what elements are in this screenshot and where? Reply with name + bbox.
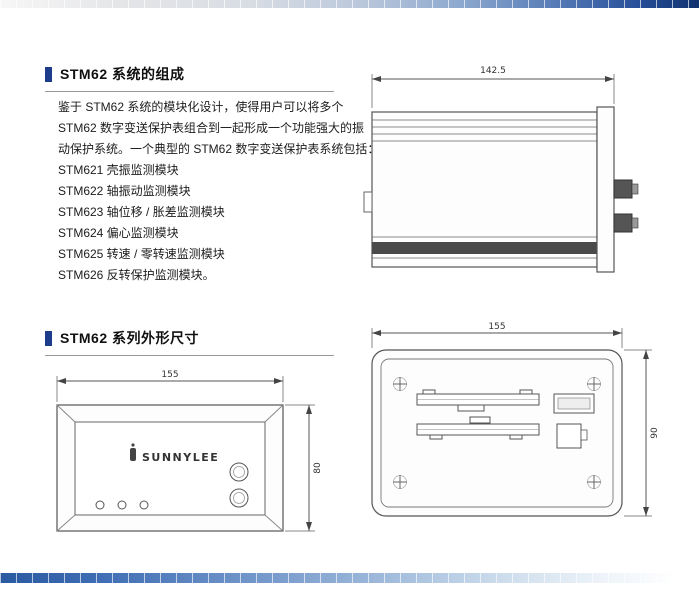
heading-bullet-icon xyxy=(45,330,52,346)
section-title: STM62 系统的组成 xyxy=(60,66,185,82)
front-button xyxy=(229,462,249,482)
terminal-slot-lower xyxy=(416,416,540,440)
section-heading-composition: STM62 系统的组成 xyxy=(45,64,334,92)
bottom-border-decoration xyxy=(0,573,699,583)
heading-bullet-icon xyxy=(45,66,52,82)
rear-view-drawing: 155 90 xyxy=(371,322,660,517)
height-dimension-label: 90 xyxy=(650,427,660,439)
width-dimension-label: 155 xyxy=(161,370,178,380)
terminal-slot-upper xyxy=(416,389,540,412)
front-button xyxy=(229,488,249,508)
rear-panel-body xyxy=(371,349,623,517)
led-indicator xyxy=(139,500,149,510)
depth-dimension-label: 142.5 xyxy=(480,66,506,76)
width-dimension-label: 155 xyxy=(488,322,505,332)
module-list-item: STM622 轴振动监测模块 xyxy=(58,184,191,198)
bottom-rail xyxy=(372,242,597,254)
screw-mark xyxy=(393,377,407,391)
depth-dimension: 142.5 xyxy=(371,66,615,108)
height-dimension-label: 80 xyxy=(313,462,323,474)
paragraph-line: 鉴于 STM62 系统的模块化设计，使得用户可以将多个 xyxy=(58,100,344,114)
paragraph-line: STM62 数字变送保护表组合到一起形成一个功能强大的振 xyxy=(58,121,365,135)
rear-connector-stub xyxy=(613,213,639,233)
height-dimension: 80 xyxy=(285,404,323,532)
side-view-drawing: 142.5 xyxy=(363,66,639,273)
housing-body xyxy=(363,106,639,273)
rear-end-cap xyxy=(596,106,615,273)
led-indicator xyxy=(117,500,127,510)
screw-mark xyxy=(587,377,601,391)
aux-connector xyxy=(556,423,588,449)
top-border-decoration xyxy=(0,0,699,8)
brand-wordmark: SUNNYLEE xyxy=(142,451,219,464)
width-dimension: 155 xyxy=(371,322,623,348)
front-view-drawing: 155 80 SUNNYLEE xyxy=(56,370,323,532)
section-title: STM62 系列外形尺寸 xyxy=(60,330,200,346)
width-dimension: 155 xyxy=(56,370,284,402)
rear-connector-stub xyxy=(613,179,639,199)
sunnylee-logo-icon xyxy=(130,443,136,461)
module-list-item: STM623 轴位移 / 胀差监测模块 xyxy=(58,205,225,219)
module-list-item: STM621 壳振监测模块 xyxy=(58,163,179,177)
side-latch xyxy=(363,191,373,213)
screw-mark xyxy=(393,475,407,489)
paragraph-line: 动保护系统。一个典型的 STM62 数字变送保护表系统包括： xyxy=(58,142,380,156)
fuse-holder xyxy=(553,393,595,414)
composition-text-column: 鉴于 STM62 系统的模块化设计，使得用户可以将多个 STM62 数字变送保护… xyxy=(58,97,379,286)
module-list-item: STM624 偏心监测模块 xyxy=(58,226,179,240)
module-list-item: STM626 反转保护监测模块。 xyxy=(58,268,215,282)
height-dimension: 90 xyxy=(624,349,660,517)
screw-mark xyxy=(587,475,601,489)
section-heading-dimensions: STM62 系列外形尺寸 xyxy=(45,328,334,356)
front-panel-body: SUNNYLEE xyxy=(56,404,284,532)
led-indicator xyxy=(95,500,105,510)
module-list-item: STM625 转速 / 零转速监测模块 xyxy=(58,247,225,261)
